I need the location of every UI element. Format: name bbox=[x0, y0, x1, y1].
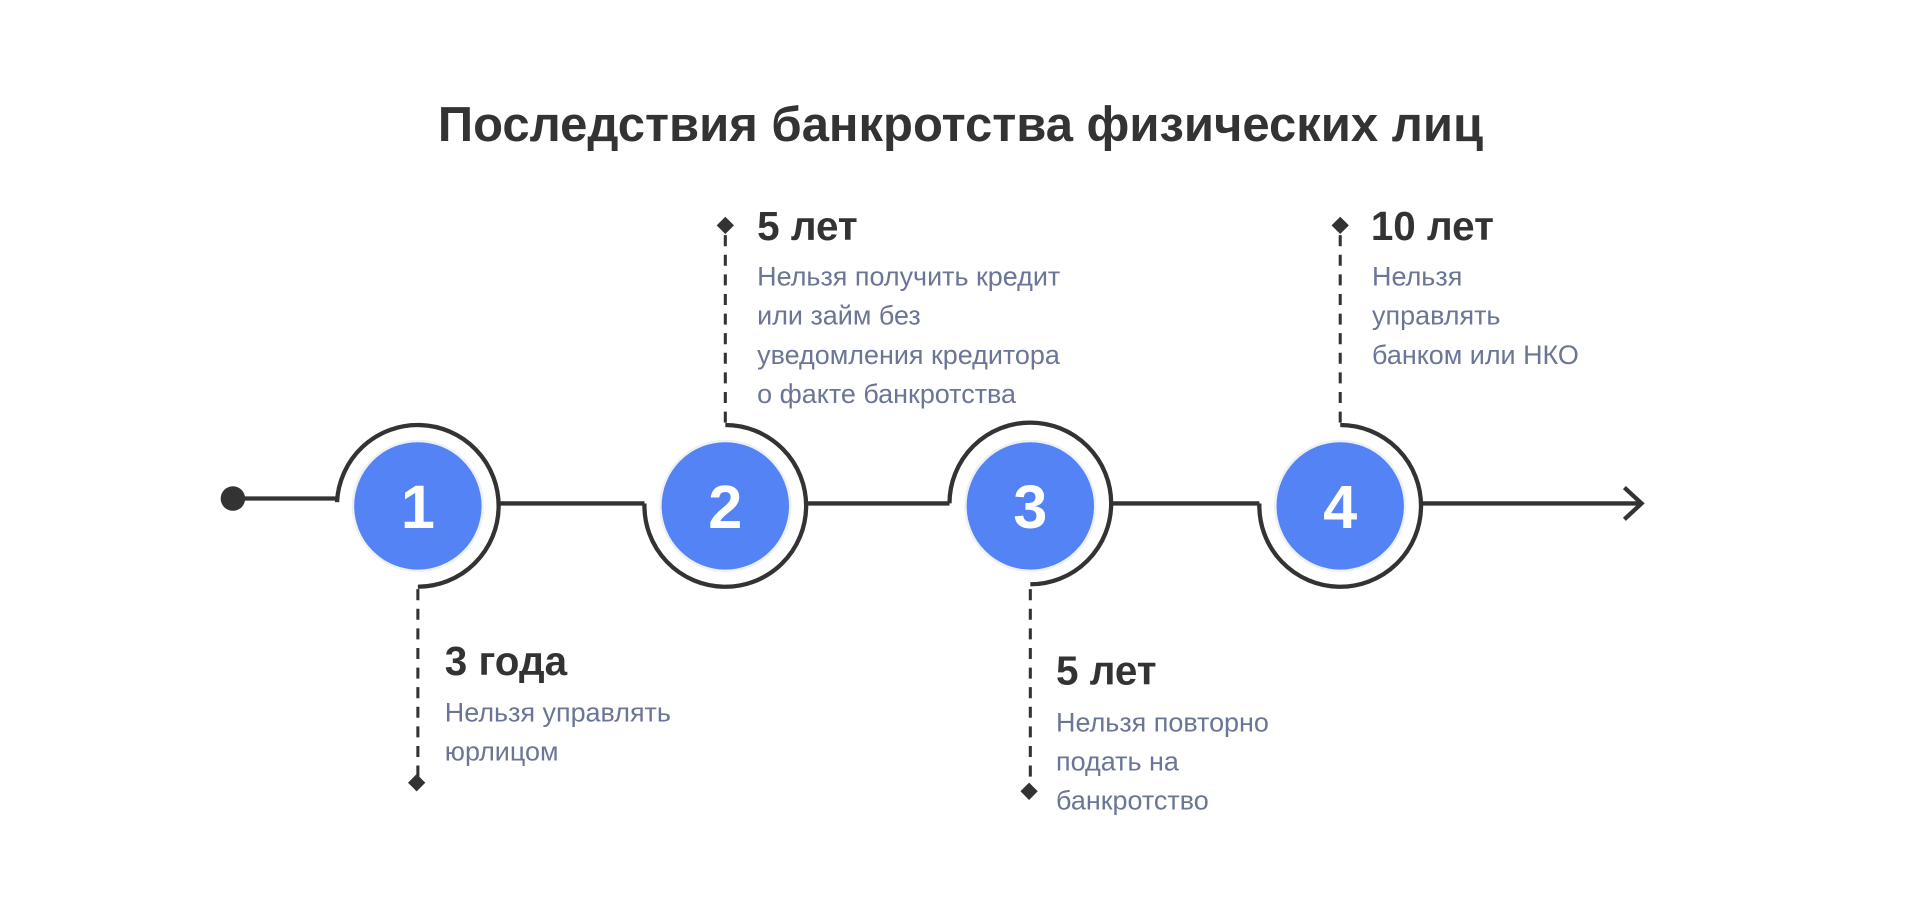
step-3-description-line: Нельзя повторно bbox=[1056, 707, 1269, 737]
step-3-circle bbox=[964, 439, 1097, 573]
step-3-period: 5 лет bbox=[1056, 648, 1157, 694]
step-1-ring bbox=[334, 422, 501, 589]
step-1-period: 3 года bbox=[445, 638, 568, 684]
diamond-icon bbox=[407, 774, 426, 792]
step-2-ring bbox=[642, 422, 809, 589]
step-2-period: 5 лет bbox=[757, 203, 858, 249]
diamond-icon bbox=[716, 216, 734, 235]
step-4-circle bbox=[1274, 439, 1407, 573]
page-title: Последствия банкротства физических лиц bbox=[438, 98, 1483, 152]
step-4-description-line: банком или НКО bbox=[1372, 340, 1579, 370]
step-4-description-line: Нельзя bbox=[1372, 261, 1462, 291]
diamond-icon bbox=[1020, 782, 1038, 800]
step-2-description-line: уведомления кредитора bbox=[757, 340, 1060, 370]
step-2-description-line: или займ без bbox=[757, 301, 921, 331]
diamond-icon bbox=[1331, 216, 1349, 235]
step-4-number: 4 bbox=[1323, 473, 1357, 541]
step-1-description-line: юрлицом bbox=[445, 737, 559, 767]
step-3-description-line: банкротство bbox=[1056, 786, 1209, 816]
step-4-ring bbox=[1257, 422, 1424, 589]
step-3-description-line: подать на bbox=[1056, 746, 1179, 776]
step-3-number: 3 bbox=[1013, 473, 1047, 541]
step-3-ring bbox=[947, 420, 1114, 587]
step-4-description-line: управлять bbox=[1372, 301, 1500, 331]
step-1-circle bbox=[351, 439, 485, 573]
arrow-head-icon bbox=[1622, 485, 1645, 521]
step-2-circle bbox=[659, 439, 792, 573]
step-1-number: 1 bbox=[401, 473, 435, 541]
step-2-number: 2 bbox=[708, 473, 742, 541]
step-4-period: 10 лет bbox=[1371, 203, 1494, 249]
step-2-description-line: Нельзя получить кредит bbox=[757, 261, 1060, 291]
step-1-description-line: Нельзя управлять bbox=[445, 697, 671, 727]
step-2-description-line: о факте банкротства bbox=[757, 379, 1016, 409]
